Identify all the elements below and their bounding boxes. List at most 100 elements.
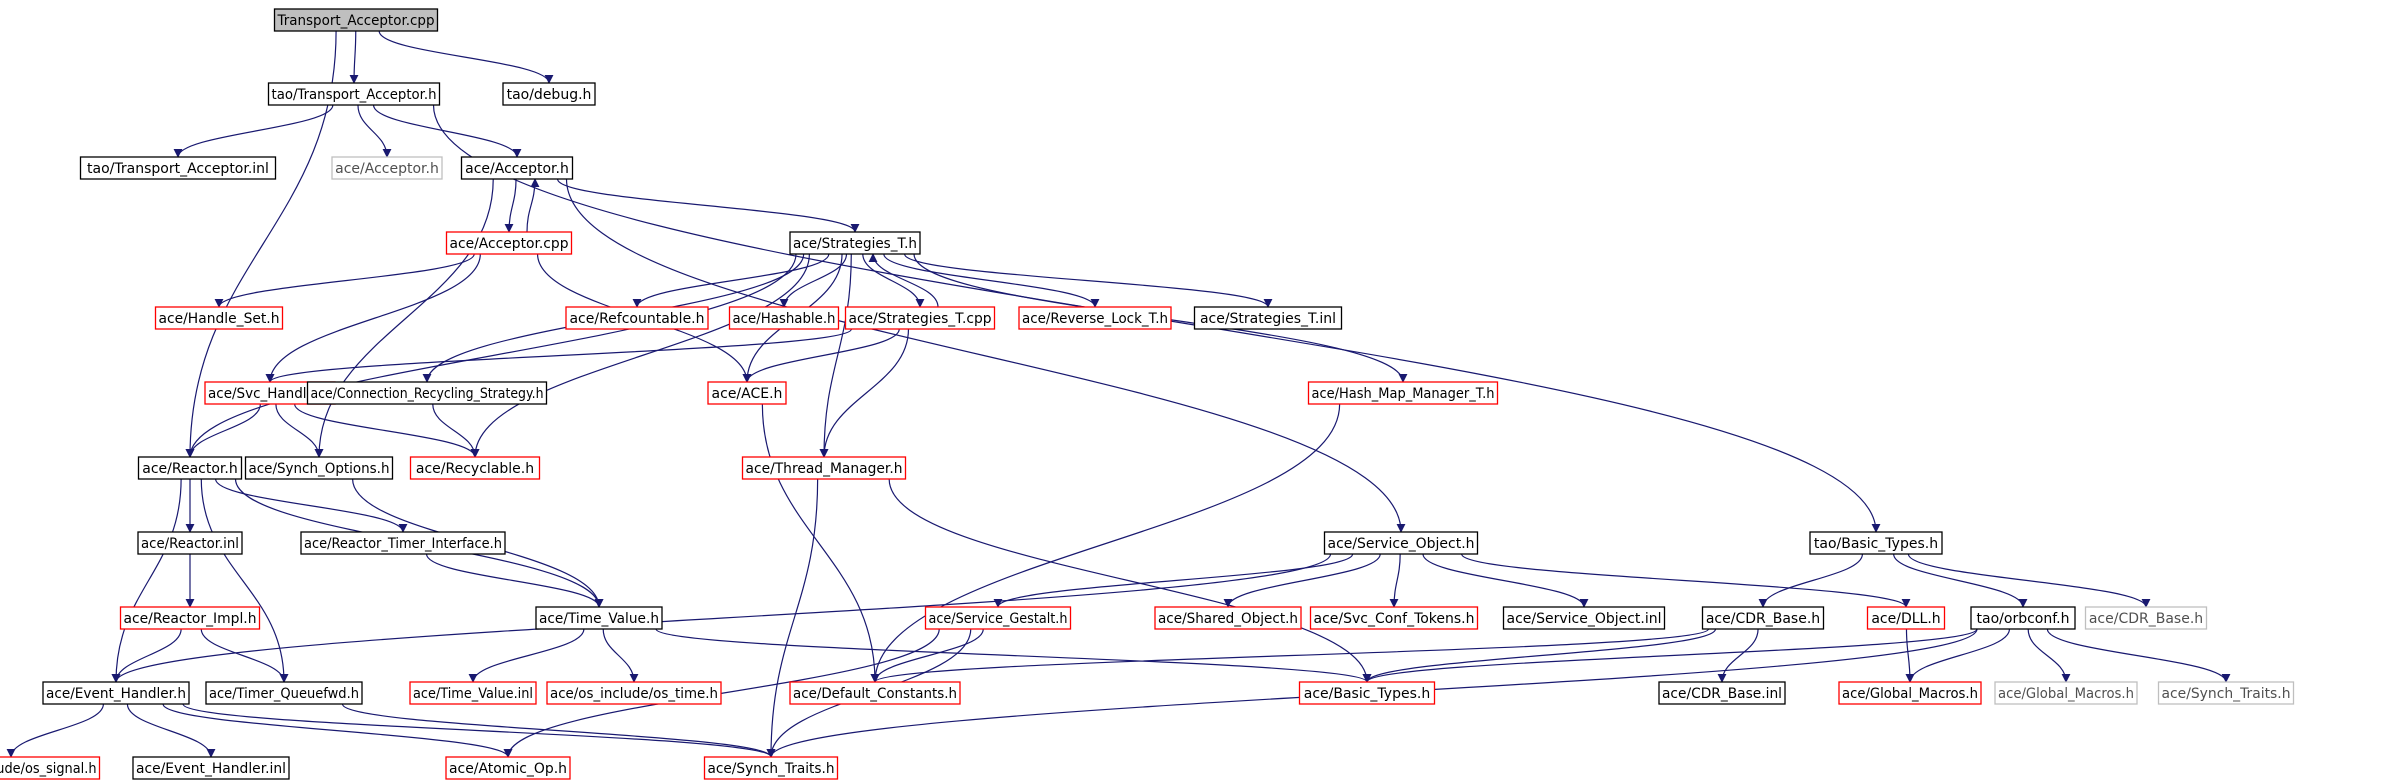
edge-hash-map-to-default-constants [870,403,1341,683]
edge-service-object-to-service-object-inl [1422,553,1589,608]
node-os-time[interactable]: ace/os_include/os_time.h [546,681,722,705]
node-box [728,306,840,330]
node-global-macros-gray[interactable]: ace/Global_Macros.h [1994,681,2138,705]
node-label: tao/debug.h [507,87,592,103]
node-atomic-op[interactable]: ace/Atomic_Op.h [445,756,571,780]
node-refcountable[interactable]: ace/Refcountable.h [565,306,709,330]
node-os-signal[interactable]: ace/os_include/os_signal.h [0,756,101,780]
node-label: tao/Transport_Acceptor.h [272,87,437,103]
node-label: ace/Hashable.h [733,311,836,327]
edge-acceptor-h-to-acceptor-cpp [504,178,517,233]
edge-event-handler-to-atomic-op [162,703,513,758]
node-box [703,756,839,780]
node-label: ace/os_include/os_time.h [550,686,718,702]
node-service-object[interactable]: ace/Service_Object.h [1323,531,1479,555]
node-reactor-impl[interactable]: ace/Reactor_Impl.h [119,606,261,630]
node-cdr-base-gray[interactable]: ace/CDR_Base.h [2084,606,2208,630]
node-service-object-inl[interactable]: ace/Service_Object.inl [1502,606,1666,630]
node-strategies-cpp[interactable]: ace/Strategies_T.cpp [844,306,996,330]
node-box [1809,531,1943,555]
node-label: ace/Service_Object.h [1328,536,1475,552]
edge-cdr-base-to-basic-types-ace [1362,628,1717,683]
edge-root-to-tao-debug [378,30,554,84]
node-label: ace/CDR_Base.inl [1662,686,1782,702]
node-root[interactable]: Transport_Acceptor.cpp [273,8,439,32]
node-acceptor-h[interactable]: ace/Acceptor.h [460,156,574,180]
edge-strategies-h-to-thread-manager [819,253,852,458]
node-label: ace/Atomic_Op.h [449,761,567,777]
node-box [565,306,709,330]
edge-svc-handler-to-reactor-h [185,403,261,458]
node-svc-handler[interactable]: ace/Svc_Handler.h [204,381,336,405]
node-conn-recycling[interactable]: ace/Connection_Recycling_Strategy.h [306,381,548,405]
node-time-value-inl[interactable]: ace/Time_Value.inl [409,681,537,705]
edge-thread-manager-to-basic-types-ace [888,478,1372,683]
node-thread-manager[interactable]: ace/Thread_Manager.h [741,456,907,480]
node-shared-object[interactable]: ace/Shared_Object.h [1154,606,1302,630]
edge-acceptor-h-to-synch-options [314,178,494,458]
node-acceptor-cpp[interactable]: ace/Acceptor.cpp [445,231,573,255]
node-synch-traits-gray[interactable]: ace/Synch_Traits.h [2157,681,2295,705]
node-cdr-base[interactable]: ace/CDR_Base.h [1701,606,1825,630]
node-label: ace/Connection_Recycling_Strategy.h [311,386,544,402]
edge-reactor-impl-to-event-handler [111,628,182,683]
node-label: ace/Default_Constants.h [793,686,957,702]
node-basic-types-tao[interactable]: tao/Basic_Types.h [1809,531,1943,555]
node-strategies-h[interactable]: ace/Strategies_T.h [789,231,921,255]
edge-strategies-h-to-recyclable [470,253,810,458]
node-label: ace/Recyclable.h [416,461,534,477]
node-label: ace/Acceptor.h [465,161,569,177]
node-event-handler-inl[interactable]: ace/Event_Handler.inl [132,756,290,780]
node-reactor-h[interactable]: ace/Reactor.h [137,456,243,480]
node-label: ace/Time_Value.inl [413,686,533,702]
node-recyclable[interactable]: ace/Recyclable.h [409,456,541,480]
node-reactor-timer[interactable]: ace/Reactor_Timer_Interface.h [300,531,506,555]
node-box [924,606,1072,630]
node-box [1838,681,1982,705]
node-label: ace/Reactor.h [142,461,237,477]
node-box [844,306,996,330]
node-dll-h[interactable]: ace/DLL.h [1866,606,1946,630]
node-global-macros-red[interactable]: ace/Global_Macros.h [1838,681,1982,705]
node-reverse-lock[interactable]: ace/Reverse_Lock_T.h [1018,306,1172,330]
node-ace-h[interactable]: ace/ACE.h [707,381,787,405]
node-time-value[interactable]: ace/Time_Value.h [535,606,663,630]
node-box [546,681,722,705]
node-handle-set[interactable]: ace/Handle_Set.h [154,306,284,330]
node-box [205,681,363,705]
node-box [445,756,571,780]
node-svc-conf-tokens[interactable]: ace/Svc_Conf_Tokens.h [1309,606,1479,630]
node-box [1298,681,1436,705]
node-label: ace/Global_Macros.h [1842,686,1978,702]
node-event-handler[interactable]: ace/Event_Handler.h [42,681,190,705]
edge-service-object-to-service-gestalt [993,553,1354,608]
node-tao-debug[interactable]: tao/debug.h [502,82,596,106]
node-service-gestalt[interactable]: ace/Service_Gestalt.h [924,606,1072,630]
node-label: ace/os_include/os_signal.h [0,761,97,777]
node-box [409,681,537,705]
node-hash-map[interactable]: ace/Hash_Map_Manager_T.h [1307,381,1499,405]
node-strategies-inl[interactable]: ace/Strategies_T.inl [1193,306,1343,330]
node-default-constants[interactable]: ace/Default_Constants.h [789,681,961,705]
node-timer-queuefwd[interactable]: ace/Timer_Queuefwd.h [205,681,363,705]
edges-layer [6,30,2231,758]
node-box [789,231,921,255]
node-label: ace/Thread_Manager.h [746,461,903,477]
node-synch-options[interactable]: ace/Synch_Options.h [244,456,394,480]
edge-service-object-to-dll-h [1461,553,1911,608]
node-label: ace/Strategies_T.inl [1200,311,1336,327]
node-box [331,156,443,180]
edge-strategies-h-to-strategies-inl [903,253,1273,308]
node-basic-types-ace[interactable]: ace/Basic_Types.h [1298,681,1436,705]
node-hashable[interactable]: ace/Hashable.h [728,306,840,330]
node-orbconf[interactable]: tao/orbconf.h [1970,606,2076,630]
node-label: ace/Global_Macros.h [1998,686,2134,702]
node-cdr-base-inl[interactable]: ace/CDR_Base.inl [1658,681,1786,705]
node-acceptor-gray[interactable]: ace/Acceptor.h [331,156,443,180]
node-synch-traits-red[interactable]: ace/Synch_Traits.h [703,756,839,780]
edge-reactor-h-to-event-handler [111,478,182,683]
node-ta-inl[interactable]: tao/Transport_Acceptor.inl [79,156,277,180]
node-reactor-inl[interactable]: ace/Reactor.inl [137,531,243,555]
node-ta-h[interactable]: tao/Transport_Acceptor.h [267,82,441,106]
